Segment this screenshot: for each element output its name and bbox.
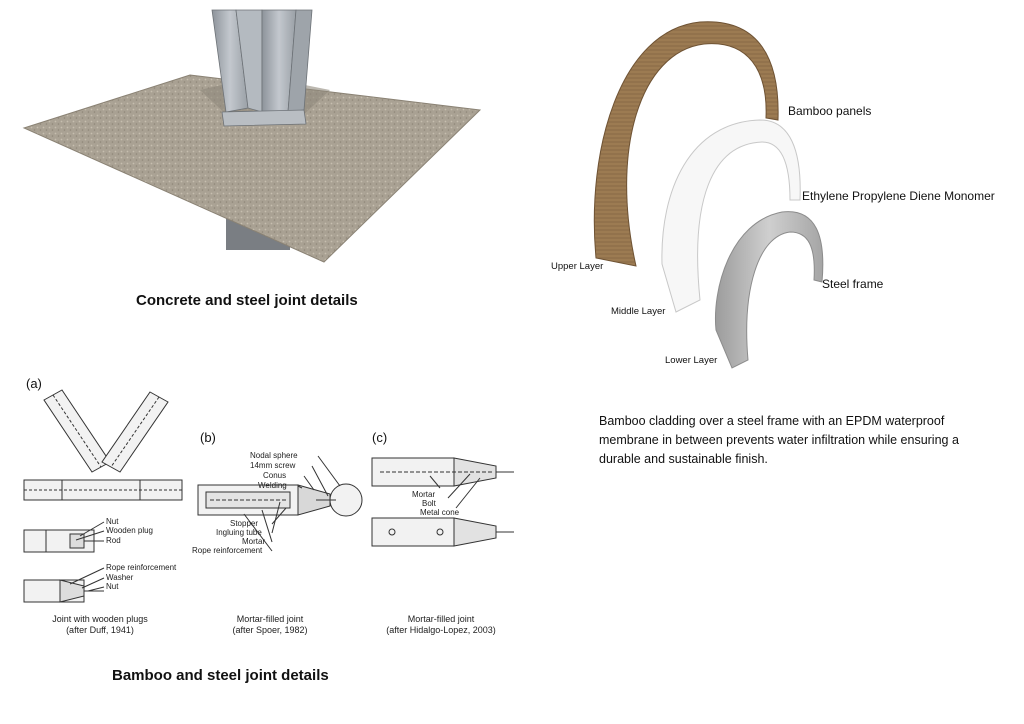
joint-a-caption-line1: Joint with wooden plugs xyxy=(52,614,148,624)
concrete-slab xyxy=(22,74,482,263)
joint-b-callout-screw: 14mm screw xyxy=(250,461,296,470)
joint-a-callout-nut: Nut xyxy=(106,517,119,526)
epdm-label: Ethylene Propylene Diene Monomer xyxy=(802,189,995,203)
joint-a-drawing xyxy=(23,389,183,603)
joint-c-caption-line1: Mortar-filled joint xyxy=(407,614,475,624)
joint-a-letter: (a) xyxy=(26,376,42,391)
upper-layer-label: Upper Layer xyxy=(551,261,604,272)
joint-b-callout-mortar: Mortar xyxy=(242,537,266,546)
joint-c-caption: Mortar-filled joint (after Hidalgo-Lopez… xyxy=(366,614,516,636)
joint-a-callout-nut-2: Nut xyxy=(106,582,119,591)
joint-b-callout-conus: Conus xyxy=(263,471,287,480)
joint-b-callout-rope: Rope reinforcement xyxy=(192,546,263,555)
middle-layer-label: Middle Layer xyxy=(611,306,666,317)
joint-a-callout-wooden-plug: Wooden plug xyxy=(106,526,153,535)
joint-a-callout-washer: Washer xyxy=(106,573,134,582)
joint-b-drawing xyxy=(197,455,363,552)
joint-b-callout-stopper: Stopper xyxy=(230,519,259,528)
bamboo-arch xyxy=(593,21,779,267)
layer-description: Bamboo cladding over a steel frame with … xyxy=(599,414,959,466)
joint-c-callout-bolt: Bolt xyxy=(422,499,436,508)
joint-b-callout-ingluing-tube: Ingluing tube xyxy=(216,528,262,537)
lower-layer-label: Lower Layer xyxy=(665,355,718,366)
joint-c-letter: (c) xyxy=(372,430,388,445)
joint-c-drawing xyxy=(371,457,514,547)
joint-a-callout-rope: Rope reinforcement xyxy=(106,563,177,572)
epdm-arch xyxy=(661,119,801,313)
joint-a-caption-line2: (after Duff, 1941) xyxy=(66,625,134,635)
joint-c-caption-line2: (after Hidalgo-Lopez, 2003) xyxy=(386,625,496,635)
steel-arch xyxy=(714,211,824,369)
concrete-caption: Concrete and steel joint details xyxy=(136,292,358,309)
steel-column xyxy=(211,9,313,127)
bamboo-panels-label: Bamboo panels xyxy=(788,104,872,118)
joint-b-caption-line2: (after Spoer, 1982) xyxy=(232,625,308,635)
joint-b-letter: (b) xyxy=(200,430,216,445)
joint-b-callout-welding: Welding xyxy=(258,481,287,490)
joint-c-callout-mortar: Mortar xyxy=(412,490,436,499)
joint-c-callout-metal-cone: Metal cone xyxy=(420,508,460,517)
joint-a-callout-rod: Rod xyxy=(106,536,121,545)
joint-b-caption-line1: Mortar-filled joint xyxy=(236,614,304,624)
steel-frame-label: Steel frame xyxy=(822,277,884,291)
joint-b-caption: Mortar-filled joint (after Spoer, 1982) xyxy=(200,614,340,636)
joint-a-caption: Joint with wooden plugs (after Duff, 194… xyxy=(30,614,170,636)
bamboo-caption: Bamboo and steel joint details xyxy=(112,667,329,684)
joint-b-callout-nodal-sphere: Nodal sphere xyxy=(250,451,298,460)
